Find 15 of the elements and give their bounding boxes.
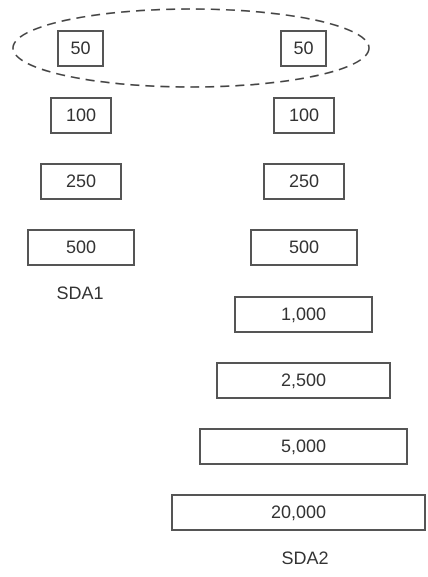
column-caption: SDA2 <box>281 548 329 569</box>
value-box: 250 <box>263 163 345 200</box>
value-box: 250 <box>40 163 122 200</box>
value-box: 500 <box>27 229 135 266</box>
value-box: 1,000 <box>234 296 373 333</box>
value-box: 100 <box>273 97 335 134</box>
value-box: 50 <box>57 30 104 67</box>
value-box: 5,000 <box>199 428 408 465</box>
column-caption: SDA1 <box>56 283 104 304</box>
value-box: 100 <box>50 97 112 134</box>
value-box: 500 <box>250 229 358 266</box>
value-box: 2,500 <box>216 362 391 399</box>
dashed-ellipse <box>12 8 370 88</box>
value-box: 50 <box>280 30 327 67</box>
value-box: 20,000 <box>171 494 426 531</box>
